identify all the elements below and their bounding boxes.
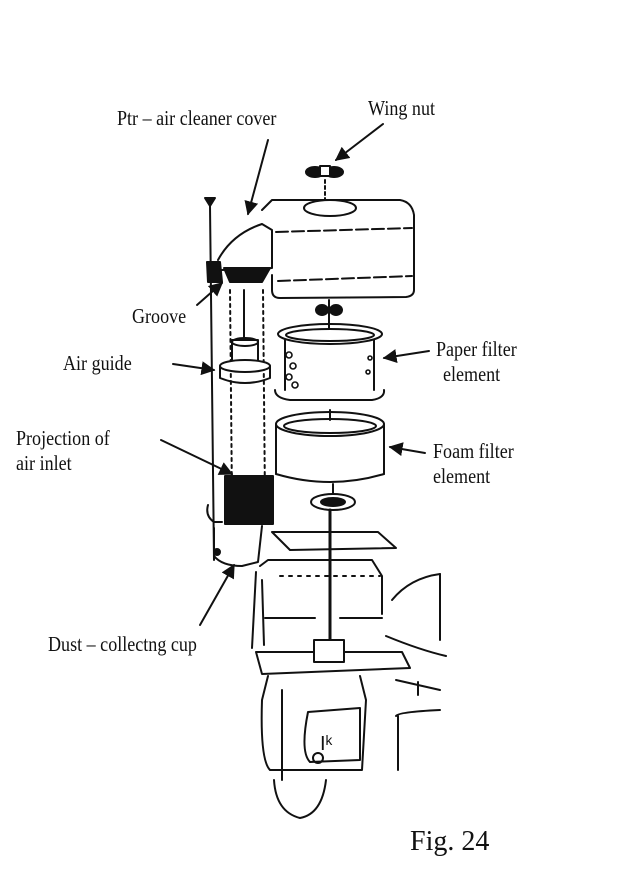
label-paper-filter-line2: element xyxy=(443,362,501,386)
label-wing-nut: Wing nut xyxy=(368,96,435,120)
gasket xyxy=(271,531,397,551)
leader-dust-cup xyxy=(199,563,235,626)
leader-groove xyxy=(196,282,224,306)
leader-projection xyxy=(160,439,234,475)
washer xyxy=(310,483,356,511)
long-bolt xyxy=(204,197,216,561)
label-paper-filter-line1: Paper filter xyxy=(436,337,517,361)
label-dust-collecting-cup: Dust – collectng cup xyxy=(48,632,197,656)
label-projection-line1: Projection of xyxy=(16,426,110,450)
wing-nut-top xyxy=(305,165,344,201)
leader-air-guide xyxy=(172,361,216,376)
leader-foam-filter xyxy=(388,442,426,457)
leader-wing-nut xyxy=(334,123,384,161)
leader-paper-filter xyxy=(382,349,430,363)
label-air-guide: Air guide xyxy=(63,351,132,375)
figure-caption: Fig. 24 xyxy=(410,826,490,857)
label-air-cleaner-cover: Ptr – air cleaner cover xyxy=(117,106,277,130)
label-groove: Groove xyxy=(132,304,187,328)
label-foam-filter-line2: element xyxy=(433,464,491,488)
dust-collecting-cup xyxy=(206,504,263,567)
air-cleaner-cover xyxy=(206,199,415,299)
engine-body: Iᵏ xyxy=(251,559,447,819)
svg-text:Iᵏ: Iᵏ xyxy=(320,733,333,755)
label-projection-line2: air inlet xyxy=(16,451,72,475)
foam-filter-element xyxy=(275,409,385,483)
label-foam-filter-line1: Foam filter xyxy=(433,439,514,463)
air-inlet-projection xyxy=(224,475,274,525)
air-guide xyxy=(219,289,271,501)
paper-filter-element xyxy=(274,323,386,401)
leader-cover xyxy=(244,139,269,216)
